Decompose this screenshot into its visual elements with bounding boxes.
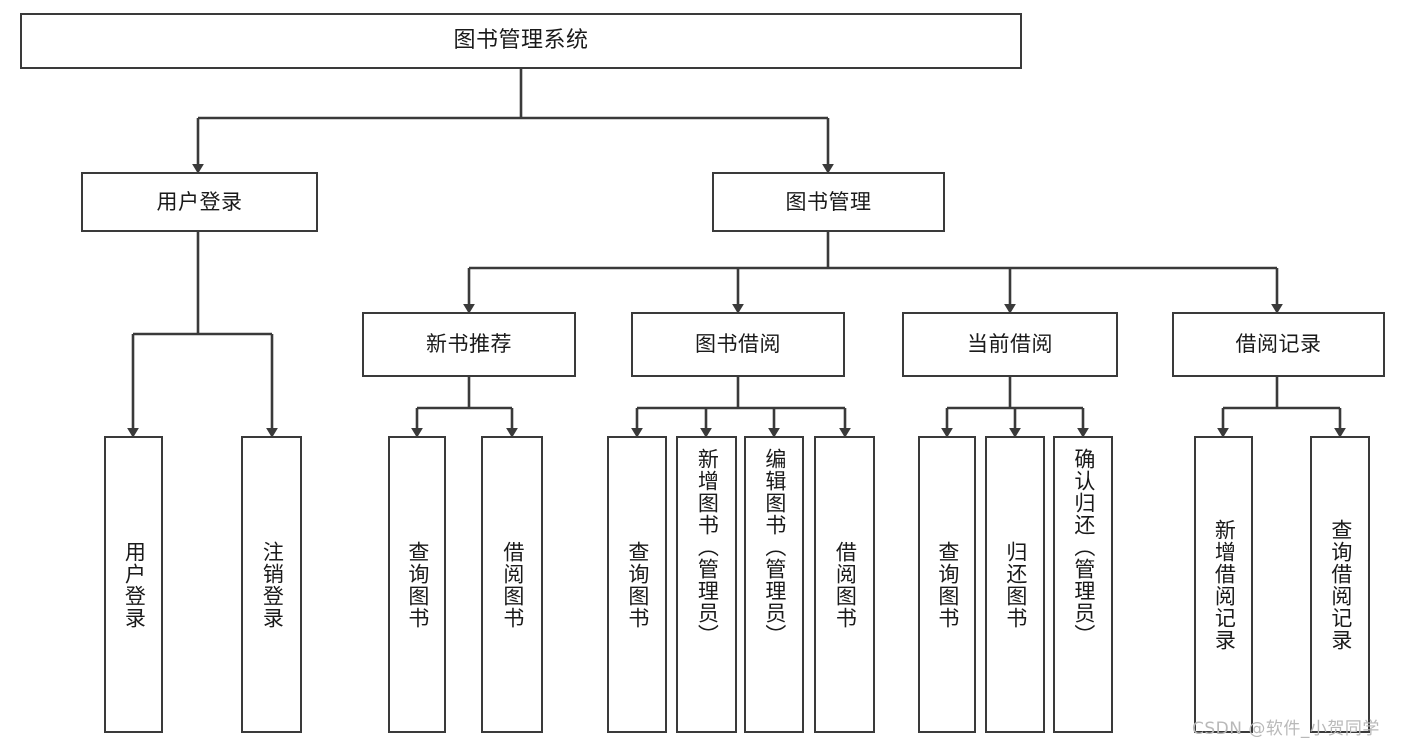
node-label: 新增借阅记录 (1212, 518, 1237, 651)
node-new-book-recommend[interactable]: 新书推荐 (362, 312, 576, 377)
node-label: 图书管理系统 (453, 28, 589, 54)
leaf-return-book[interactable]: 归还图书 (985, 436, 1045, 733)
node-label: 新增图书（管理员） (695, 448, 720, 646)
node-label: 确认归还（管理员） (1071, 448, 1096, 646)
node-label: 查询图书 (625, 540, 650, 629)
node-book-management[interactable]: 图书管理 (712, 172, 945, 232)
node-user-login[interactable]: 用户登录 (81, 172, 318, 232)
leaf-edit-book[interactable]: 编辑图书（管理员） (744, 436, 804, 733)
node-root-book-management-system[interactable]: 图书管理系统 (20, 13, 1022, 69)
node-label: 查询图书 (935, 540, 960, 629)
leaf-borrow-book-2[interactable]: 借阅图书 (814, 436, 875, 733)
node-label: 查询借阅记录 (1328, 518, 1353, 651)
node-label: 新书推荐 (426, 332, 512, 357)
node-label: 查询图书 (405, 540, 430, 629)
node-book-borrow[interactable]: 图书借阅 (631, 312, 845, 377)
node-label: 编辑图书（管理员） (762, 448, 787, 646)
node-label: 当前借阅 (967, 332, 1053, 357)
node-borrow-record[interactable]: 借阅记录 (1172, 312, 1385, 377)
node-label: 用户登录 (156, 189, 243, 214)
node-label: 借阅图书 (833, 540, 858, 629)
leaf-query-book-1[interactable]: 查询图书 (388, 436, 446, 733)
leaf-user-login[interactable]: 用户登录 (104, 436, 163, 733)
node-label: 借阅图书 (500, 540, 525, 629)
csdn-watermark: CSDN @软件_小贺同学 (1192, 719, 1380, 739)
leaf-user-logout[interactable]: 注销登录 (241, 436, 302, 733)
node-label: 图书借阅 (695, 332, 781, 357)
leaf-add-record[interactable]: 新增借阅记录 (1194, 436, 1253, 733)
leaf-query-book-3[interactable]: 查询图书 (918, 436, 976, 733)
node-current-borrow[interactable]: 当前借阅 (902, 312, 1118, 377)
node-label: 图书管理 (785, 189, 872, 214)
node-label: 用户登录 (122, 540, 147, 629)
leaf-query-book-2[interactable]: 查询图书 (607, 436, 667, 733)
leaf-confirm-return[interactable]: 确认归还（管理员） (1053, 436, 1113, 733)
node-label: 借阅记录 (1235, 332, 1322, 357)
leaf-borrow-book-1[interactable]: 借阅图书 (481, 436, 543, 733)
node-label: 归还图书 (1003, 540, 1028, 629)
leaf-add-book[interactable]: 新增图书（管理员） (676, 436, 737, 733)
node-label: 注销登录 (260, 540, 285, 629)
leaf-query-record[interactable]: 查询借阅记录 (1310, 436, 1370, 733)
